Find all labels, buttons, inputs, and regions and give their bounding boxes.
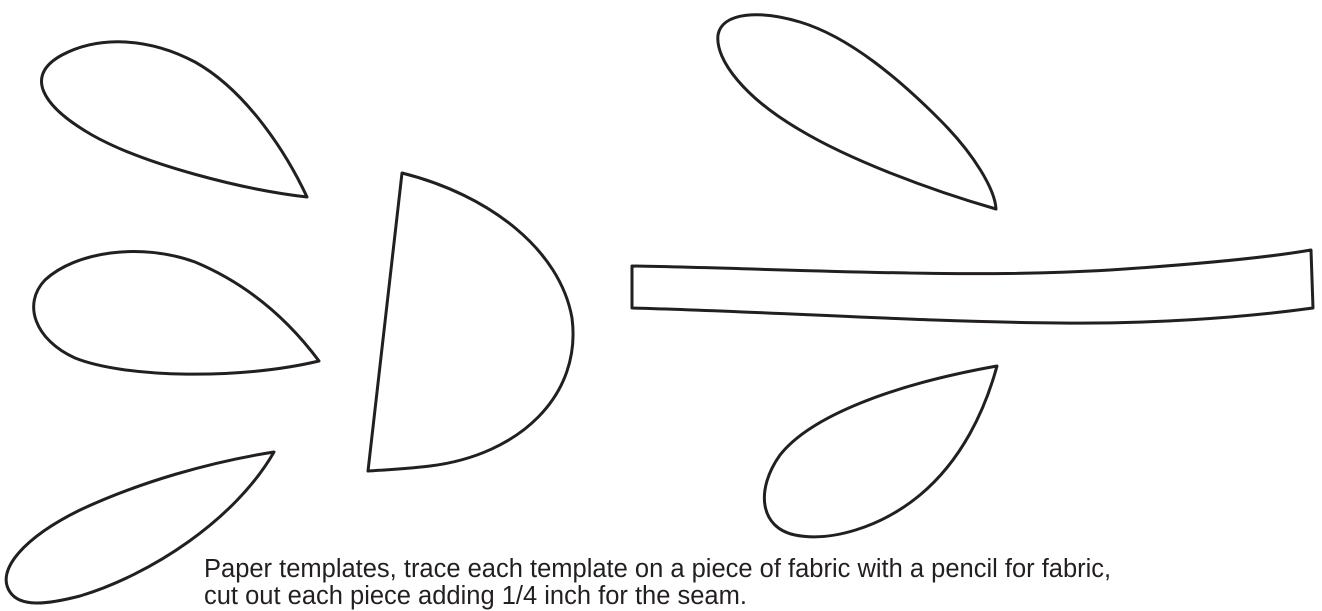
petal-template-bottom-left (4, 450, 276, 605)
leaf-template-bottom-right (763, 364, 999, 539)
petal-template-middle-left (32, 250, 321, 376)
instructions-line-2: cut out each piece adding 1/4 inch for t… (204, 582, 747, 610)
petal-template-top-right (716, 13, 998, 211)
petal-template-top-left (40, 40, 309, 199)
instructions-caption: Paper templates, trace each template on … (204, 556, 1322, 611)
stem-template (630, 248, 1315, 325)
instructions-line-1: Paper templates, trace each template on … (204, 556, 1112, 583)
flower-center-template (366, 171, 575, 473)
